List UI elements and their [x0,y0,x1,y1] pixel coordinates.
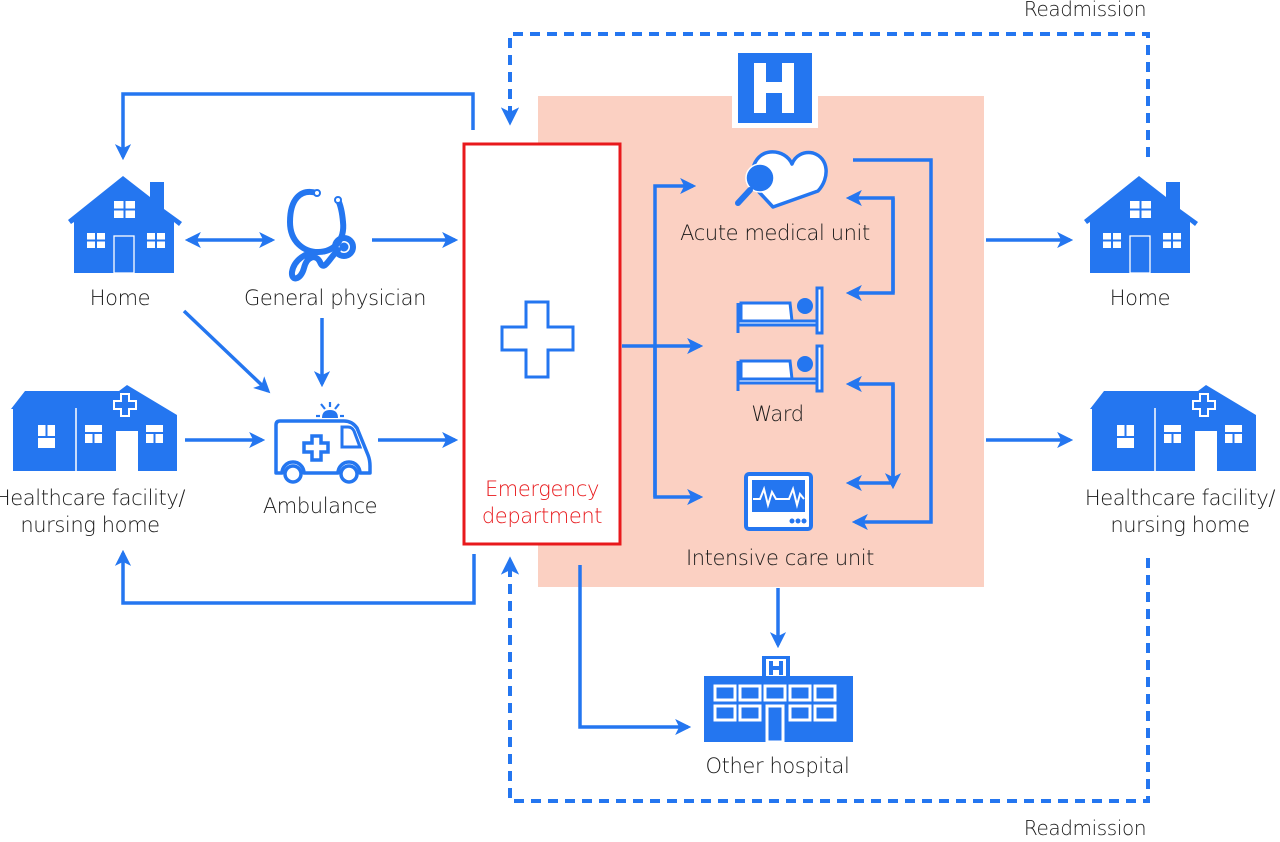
hospital-h-icon [732,50,818,128]
label-acute-medical-unit: Acute medical unit [680,221,870,245]
hospital-building-icon [704,656,853,744]
edge-amu-to-ward [845,198,895,302]
house-icon [68,176,182,274]
healthcare-facility-icon [11,385,177,471]
edge-home-ambulance [182,309,271,394]
hospital-bed-icon [736,344,824,393]
label-readmission-bottom: Readmission [1023,816,1147,840]
stethoscope-icon [286,188,356,282]
label-healthcare-facility-right: Healthcare facility/ nursing home [1084,486,1276,537]
edge-ed-to-home-left [114,92,475,161]
edge-ed-to-other-hospital [578,565,692,736]
healthcare-facility-icon [1090,385,1256,471]
edge-amu-to-icu [851,158,933,531]
label-intensive-care-unit: Intensive care unit [685,546,875,570]
label-ward: Ward [751,402,804,426]
label-general-physician: General physician [243,286,427,310]
house-icon [1084,176,1198,274]
label-healthcare-facility-left: Healthcare facility/ nursing home [0,486,186,537]
label-home-left: Home [89,286,151,310]
edge-ed-to-facility-left [114,549,476,605]
heart-monitor-icon [744,472,813,531]
label-readmission-top: Readmission [1023,0,1147,21]
hospital-bed-icon [736,286,824,335]
readmission-path-bottom [500,556,1150,803]
label-ambulance: Ambulance [262,494,378,518]
label-other-hospital: Other hospital [705,754,850,778]
heart-magnifier-icon [735,150,828,209]
edge-icu-to-ward [845,384,895,492]
cross-icon [500,300,575,379]
readmission-path-top [500,32,1150,157]
label-home-right: Home [1109,286,1171,310]
ambulance-icon [274,402,372,484]
edge-ed-to-icu [653,346,704,506]
label-emergency-department: Emergency department [481,477,603,528]
